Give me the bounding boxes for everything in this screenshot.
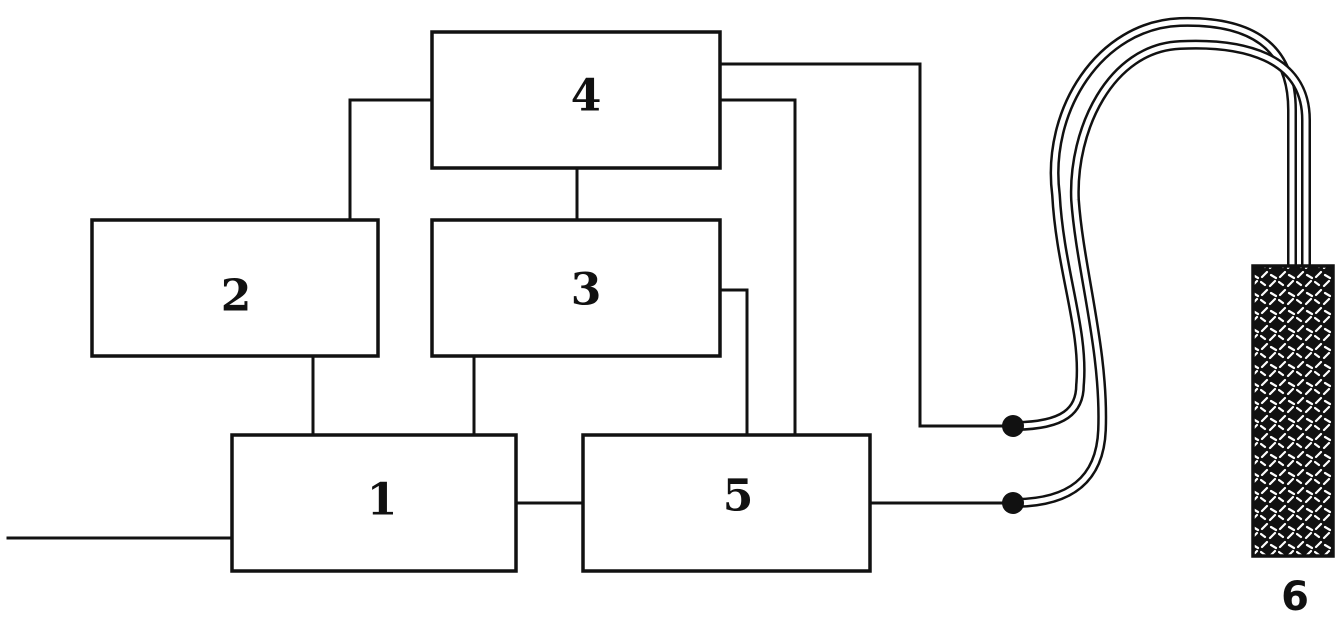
block-3-label: 3 xyxy=(571,265,602,316)
block-5: 5 xyxy=(581,433,872,573)
block-1: 1 xyxy=(230,433,518,573)
block-2-label: 2 xyxy=(221,271,252,322)
probe-body xyxy=(1251,264,1335,558)
block-4: 4 xyxy=(430,30,722,170)
wire-2-to-4 xyxy=(348,98,434,222)
probe-6: 6 xyxy=(1251,264,1335,620)
block-3: 3 xyxy=(430,218,722,358)
block-1-label: 1 xyxy=(367,475,398,526)
junction-node-bottom xyxy=(1002,492,1024,514)
probe-cable xyxy=(1008,16,1311,508)
probe-6-label: 6 xyxy=(1281,574,1309,620)
junction-node-top xyxy=(1002,415,1024,437)
wire-4-to-5 xyxy=(718,98,797,437)
block-4-label: 4 xyxy=(571,71,602,122)
wire-3-to-5 xyxy=(718,288,749,437)
wire-4-to-node-top xyxy=(718,62,1015,428)
block-5-label: 5 xyxy=(723,471,754,522)
block-2: 2 xyxy=(90,218,380,358)
